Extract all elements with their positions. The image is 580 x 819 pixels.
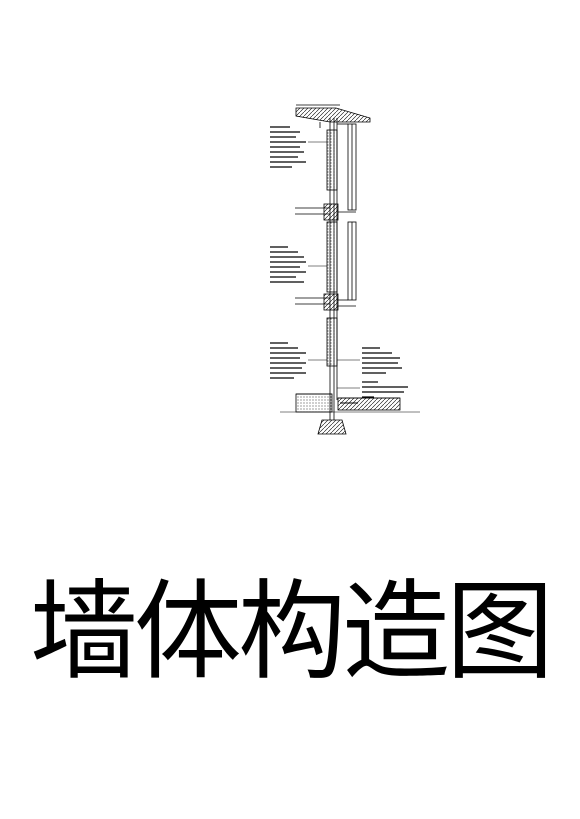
ground-foundation [280, 393, 420, 435]
note-block-lower-left [270, 342, 306, 379]
note-block-upper-left [270, 126, 306, 168]
leader-lines [308, 141, 360, 389]
note-block-right-upper [362, 347, 402, 374]
note-block-middle-left [270, 246, 306, 283]
drawing-title: 墙体构造图 [29, 570, 554, 695]
roof-eave [295, 104, 371, 128]
floor-slab-1 [295, 203, 356, 221]
note-block-right-lower [362, 381, 408, 398]
floor-slab-2 [295, 293, 356, 311]
window-frame [337, 123, 357, 301]
wall-section-drawing [270, 104, 420, 435]
wall-column [326, 118, 338, 400]
